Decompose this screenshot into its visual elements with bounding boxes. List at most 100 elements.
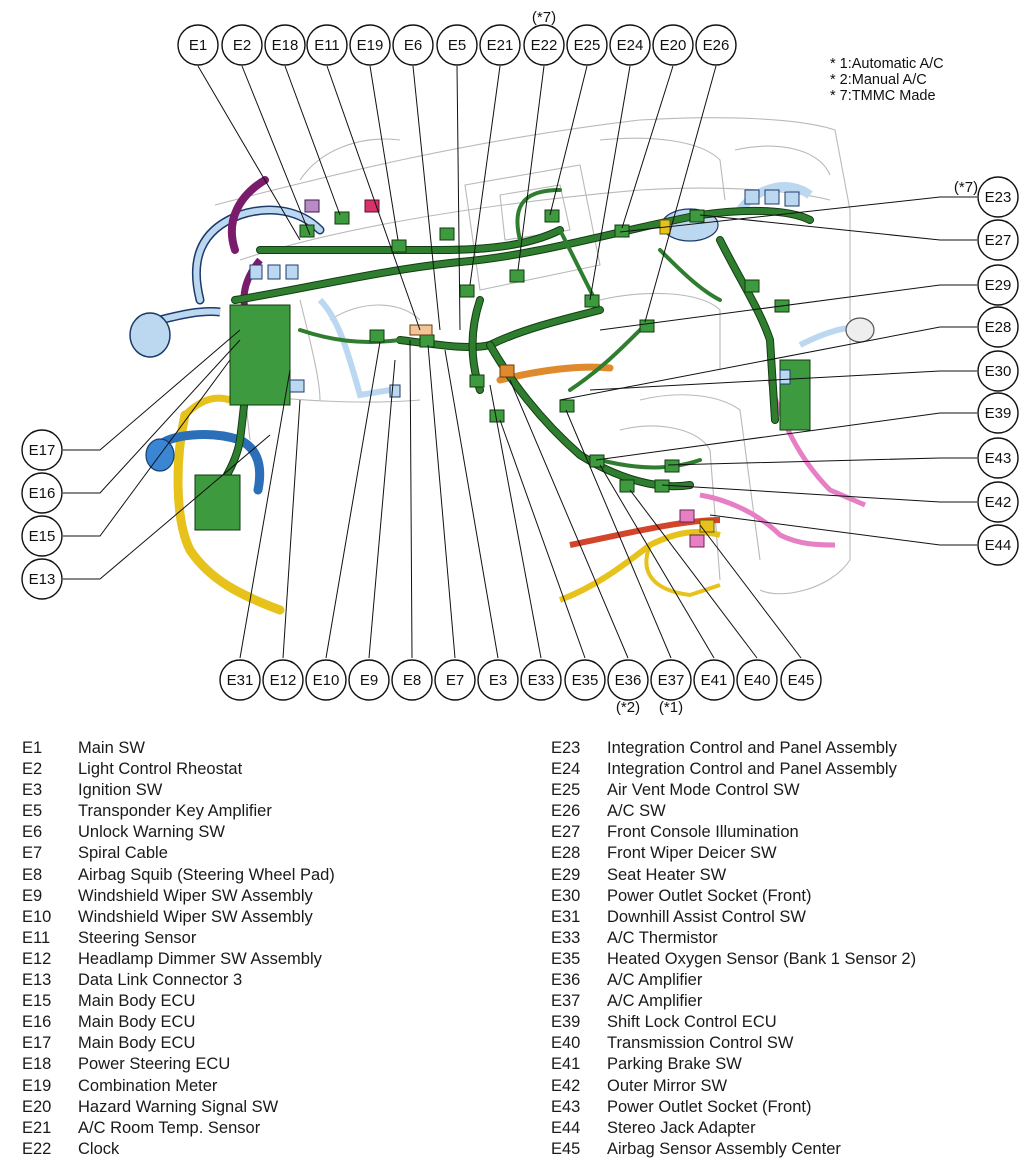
legend-name: Steering Sensor [78,928,197,947]
callout-e40: E40 [736,659,778,701]
legend-name: Integration Control and Panel Assembly [607,739,897,757]
legend-code: E5 [22,802,43,821]
legend-column-right: E23 Integration Control and Panel Assembl… [551,738,1021,1160]
callout-e1: E1 [177,24,219,66]
legend-name: Windshield Wiper SW Assembly [78,886,313,905]
legend-row: E18 Power Steering ECU [22,1054,522,1075]
callout-label: E30 [985,363,1012,380]
legend-code: E24 [551,760,581,779]
legend-code: E29 [551,865,581,884]
legend-name: Power Steering ECU [78,1055,231,1074]
callout-label: E24 [617,37,644,54]
callout-e17: E17 [21,429,63,471]
legend-code: E37 [551,992,581,1011]
legend-name: Headlamp Dimmer SW Assembly [78,949,322,968]
callout-e22: E22(*7) [523,9,565,66]
note-1: * 1:Automatic A/C [830,56,944,72]
legend-name: Clock [78,1139,120,1158]
legend-row: E22 Clock [22,1139,522,1160]
legend-name: Main Body ECU [78,992,196,1011]
legend-name: Transponder Key Amplifier [78,802,272,821]
legend-row: E8 Airbag Squib (Steering Wheel Pad) [22,865,522,886]
callout-e8: E8 [391,659,433,701]
callout-e15: E15 [21,515,63,557]
callout-note: (*1) [659,699,683,716]
legend-name: Seat Heater SW [607,865,727,884]
legend-name: Shift Lock Control ECU [607,1013,777,1032]
callout-e41: E41 [693,659,735,701]
legend-name: Combination Meter [78,1076,218,1095]
callout-label: E23 [985,189,1012,206]
callout-label: E21 [487,37,514,54]
callout-e33: E33 [520,659,562,701]
callout-label: E15 [29,528,56,545]
note-3: * 7:TMMC Made [830,88,936,104]
legend-code: E40 [551,1034,581,1053]
callout-label: E18 [272,37,299,54]
legend-code: E28 [551,844,581,863]
right-callouts: E23(*7) E27 E29 E28 E30 E39 E43 E42 E44 [954,176,1019,566]
callout-e5: E5 [436,24,478,66]
callout-label: E8 [403,672,421,689]
callout-e19: E19 [349,24,391,66]
legend-name: Airbag Squib (Steering Wheel Pad) [78,865,335,884]
legend-code: E10 [22,907,52,926]
callout-label: E1 [189,37,207,54]
callout-label: E16 [29,485,56,502]
callout-label: E43 [985,450,1012,467]
legend-name: A/C Thermistor [607,928,718,947]
legend-code: E13 [22,971,52,990]
callout-label: E10 [313,672,340,689]
legend-name: Windshield Wiper SW Assembly [78,907,313,926]
callout-label: E7 [446,672,464,689]
callout-label: E11 [314,37,340,54]
legend-code: E1 [22,739,43,757]
legend-name: Unlock Warning SW [78,823,226,842]
note-2: * 2:Manual A/C [830,72,927,88]
callout-label: E39 [985,405,1012,422]
legend-code: E27 [551,823,581,842]
legend-name: Power Outlet Socket (Front) [607,1097,812,1116]
legend-code: E22 [22,1139,52,1158]
legend-code: E16 [22,1013,52,1032]
legend-row: E43 Power Outlet Socket (Front) [551,1097,1021,1118]
legend-code: E43 [551,1097,581,1116]
callout-label: E41 [701,672,728,689]
legend-name: Main Body ECU [78,1013,196,1032]
callout-note: (*7) [954,179,978,196]
legend-code: E41 [551,1055,581,1074]
notes: * 1:Automatic A/C * 2:Manual A/C * 7:TMM… [830,56,944,104]
legend-row: E29 Seat Heater SW [551,865,1021,886]
callout-e13: E13 [21,558,63,600]
callout-e2: E2 [221,24,263,66]
callout-e25: E25 [566,24,608,66]
left-callouts: E17 E16 E15 E13 [21,429,63,600]
callout-label: E25 [574,37,601,54]
legend-code: E18 [22,1055,52,1074]
callout-label: E42 [985,494,1012,511]
callout-label: E20 [660,37,687,54]
legend-code: E12 [22,949,52,968]
callout-label: E12 [270,672,297,689]
top-callouts: E1 E2 E18 E11 E19 E6 E5 E21 E22(*7) E25 … [177,9,737,66]
callout-e24: E24 [609,24,651,66]
legend-row: E5 Transponder Key Amplifier [22,801,522,822]
callout-e29: E29 [977,264,1019,306]
legend-name: A/C SW [607,802,666,821]
legend-code: E33 [551,928,581,947]
legend-row: E10 Windshield Wiper SW Assembly [22,907,522,928]
legend-code: E23 [551,739,581,757]
legend-code: E8 [22,865,43,884]
